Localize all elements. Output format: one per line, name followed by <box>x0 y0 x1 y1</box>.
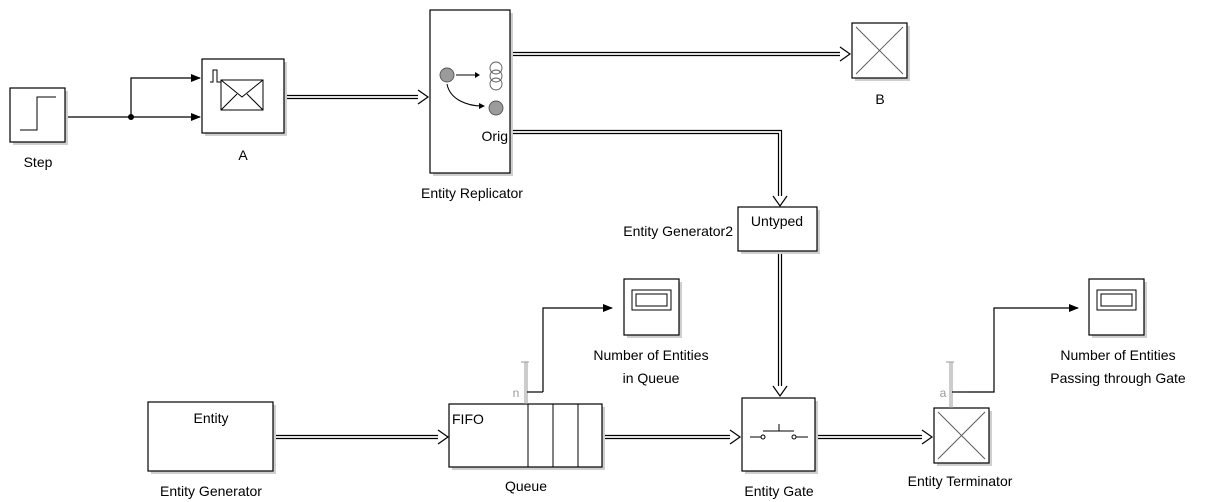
branch-point <box>128 114 134 120</box>
signal-line-step-to-a[interactable] <box>68 74 201 121</box>
replicate-icon <box>439 61 504 116</box>
entity-line-replicator-to-generator2[interactable] <box>513 129 788 208</box>
terminator-output-port[interactable]: a <box>940 361 968 408</box>
terminator-icon <box>855 26 904 75</box>
fifo-text: FIFO <box>452 411 484 427</box>
scope-queue-block[interactable] <box>623 278 682 338</box>
terminator-port-label: a <box>940 386 947 400</box>
entity-line-generator-to-queue[interactable] <box>276 429 450 445</box>
block-a[interactable] <box>201 58 287 136</box>
signal-line-terminator-to-scope[interactable] <box>968 304 1079 393</box>
entity-gate-block[interactable] <box>741 397 818 474</box>
entity-line-gate-to-terminator[interactable] <box>818 429 934 445</box>
queue-label: Queue <box>505 478 547 494</box>
scope-queue-label-line2: in Queue <box>623 370 680 386</box>
message-icon <box>210 69 264 111</box>
entity-generator2-label: Entity Generator2 <box>623 223 733 239</box>
signal-line-queue-to-scope[interactable] <box>542 304 613 392</box>
entity-line-a-to-replicator[interactable] <box>287 89 430 105</box>
entity-text: Entity <box>193 410 228 426</box>
b-label: B <box>875 91 884 107</box>
a-label: A <box>238 147 248 163</box>
scope-icon <box>631 289 672 311</box>
entity-line-generator2-to-gate[interactable] <box>772 254 788 398</box>
entity-gate-label: Entity Gate <box>744 483 813 499</box>
gate-switch-icon <box>750 424 808 440</box>
scope-gate-label-line2: Passing through Gate <box>1050 370 1186 386</box>
entity-line-queue-to-gate[interactable] <box>605 429 742 445</box>
entity-generator2-block[interactable]: Untyped <box>737 206 820 254</box>
untyped-text: Untyped <box>751 213 803 229</box>
entity-line-replicator-to-b[interactable] <box>513 46 852 62</box>
step-block[interactable] <box>9 87 68 145</box>
queue-output-port[interactable]: n <box>513 361 543 404</box>
step-icon <box>20 96 56 131</box>
entity-replicator-label: Entity Replicator <box>421 185 523 201</box>
queue-port-label: n <box>513 386 520 400</box>
entity-generator-label: Entity Generator <box>160 483 262 499</box>
entity-replicator-block[interactable]: Orig <box>429 9 513 176</box>
scope-gate-label-line1: Number of Entities <box>1060 347 1175 363</box>
entity-terminator-block[interactable]: a <box>933 361 992 466</box>
block-b[interactable] <box>851 22 910 81</box>
scope-icon <box>1096 289 1137 311</box>
scope-gate-block[interactable] <box>1088 278 1147 338</box>
step-label: Step <box>24 154 53 170</box>
orig-port-label: Orig <box>482 128 508 144</box>
entity-generator-block[interactable]: Entity <box>147 401 276 474</box>
entity-terminator-label: Entity Terminator <box>908 473 1013 489</box>
terminator-icon <box>937 411 986 460</box>
scope-queue-label-line1: Number of Entities <box>593 347 708 363</box>
queue-block[interactable]: FIFO n <box>448 361 605 470</box>
